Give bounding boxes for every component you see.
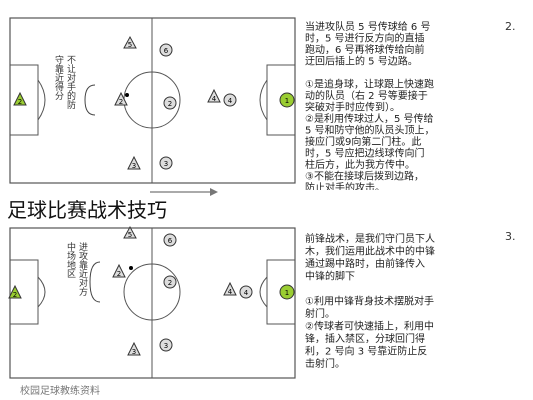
- player-label: 2: [13, 291, 17, 299]
- player-circle: [159, 43, 173, 57]
- watermark: 校园足球教练资料: [20, 384, 100, 397]
- right-penalty-arc: [259, 79, 268, 121]
- player-label: 3: [132, 162, 136, 170]
- bottom-vertical-label-2: 中场地区: [65, 241, 76, 278]
- instruction-line: 通过踢中路时，由前锋传入: [305, 257, 425, 270]
- player-label: 4: [244, 289, 249, 297]
- player-circle: [163, 233, 177, 247]
- instruction-line: 跑动，6 号再将球传给向前: [305, 43, 425, 56]
- player-circle: [159, 338, 173, 352]
- instruction-line: 防止对手的攻击。: [305, 181, 385, 190]
- player-circle: [239, 285, 253, 299]
- player-circle-keeper: [279, 92, 295, 108]
- player-label: 2: [168, 100, 172, 108]
- player-circle: [163, 275, 177, 289]
- center-circle: [123, 263, 181, 321]
- right-penalty-box: [266, 259, 296, 325]
- bracket-bottom: [89, 261, 101, 303]
- player-circle-keeper: [279, 284, 295, 300]
- player-circle: [163, 96, 177, 110]
- player-label: 6: [164, 47, 169, 55]
- instruction-line: ③不能在接球后拨到边路，: [305, 170, 424, 183]
- player-triangle: [127, 155, 141, 170]
- instruction-line: 动的队员（右 2 号等要接于: [305, 89, 428, 102]
- instruction-line: 突破对手时应传到）。: [305, 101, 400, 114]
- instruction-line: 时，5 号进行反方向的直插: [305, 32, 425, 45]
- bracket-top: [84, 84, 96, 116]
- instruction-line: ②是利用传球过人，5 号传给: [305, 112, 434, 125]
- left-penalty-box: [9, 64, 39, 136]
- player-label: 4: [212, 95, 217, 103]
- instruction-line: 接应门或9向第二门柱。此: [305, 135, 421, 148]
- player-label: 5: [128, 231, 132, 239]
- player-label: 3: [164, 160, 168, 168]
- bottom-pitch-diagram: 2 5 6 2 2 4 4 1 3 3 进攻靠近对方 中场地区 3. 前锋战术，…: [0, 222, 533, 400]
- player-circle: [159, 156, 173, 170]
- player-label: 2: [168, 279, 172, 287]
- player-label: 5: [128, 41, 132, 49]
- ball: [129, 266, 133, 270]
- player-triangle: [114, 91, 128, 106]
- instruction-line: 前锋战术，是我们守门员下人: [305, 232, 435, 245]
- top-vertical-label-1: 不让对手的防: [65, 55, 76, 110]
- bottom-text-block: 前锋战术，是我们守门员下人木，我们运用此战术中的中锋通过踢中路时，由前锋传入中锋…: [305, 232, 435, 370]
- overlay-title: 足球比赛战术技巧: [4, 197, 170, 223]
- bottom-pitch-svg: 2 5 6 2 2 4 4 1 3 3 进攻靠近对方 中场地区 3. 前锋战术，…: [8, 225, 516, 397]
- left-penalty-box: [9, 259, 39, 325]
- player-label: 2: [119, 98, 123, 106]
- instruction-line: 击射门。: [305, 357, 345, 370]
- instruction-line: 时，5 号应把边线球传向门: [305, 147, 425, 160]
- instruction-line: ②传球者可快速插上，利用中: [305, 320, 434, 333]
- right-penalty-arc: [259, 276, 268, 308]
- instruction-line: 中锋的脚下: [305, 270, 355, 283]
- instruction-line: 当进攻队员 5 号传球给 6 号: [305, 20, 430, 33]
- left-penalty-arc: [37, 276, 46, 308]
- player-triangle: [112, 263, 126, 278]
- top-vertical-label-2: 守靠近得分: [53, 54, 64, 101]
- player-label: 2: [117, 270, 121, 278]
- player-triangle-left-keeper: [8, 284, 22, 299]
- player-triangle-left-keeper: [13, 91, 27, 106]
- player-label: 4: [228, 288, 233, 296]
- player-label: 6: [168, 237, 173, 245]
- instruction-line: ①利用中锋背身技术摆脱对手: [305, 295, 434, 308]
- player-triangle: [127, 341, 141, 356]
- instruction-line: 射门。: [305, 307, 335, 320]
- player-triangle: [123, 35, 137, 49]
- top-pitch-diagram: 2 5 6 2 2 4 4 1 3 3 不让对手的防 守靠近得分 2. 当进攻队…: [0, 0, 533, 190]
- ball: [125, 93, 129, 97]
- instruction-line: 木，我们运用此战术中的中锋: [305, 245, 435, 258]
- instruction-line: 锋，插入禁区，分球回门得: [305, 332, 425, 345]
- instruction-line: ①是追身球，让球跟上快速跑: [305, 78, 434, 91]
- player-triangle: [223, 281, 237, 296]
- bottom-vertical-label-1: 进攻靠近对方: [77, 242, 88, 297]
- section-number-top: 2.: [505, 20, 516, 33]
- top-pitch-svg: 2 5 6 2 2 4 4 1 3 3 不让对手的防 守靠近得分 2. 当进攻队…: [9, 17, 516, 190]
- player-triangle: [123, 225, 137, 239]
- player-label: 3: [132, 348, 136, 356]
- player-circle: [223, 93, 237, 107]
- section-number-bottom: 3.: [505, 230, 516, 243]
- player-label: 1: [285, 97, 289, 105]
- right-penalty-box: [266, 64, 296, 136]
- player-triangle: [207, 88, 221, 103]
- player-label: 2: [18, 98, 22, 106]
- instruction-line: 柱后方，此为我方传中。: [305, 158, 415, 171]
- left-penalty-arc: [37, 79, 46, 121]
- instruction-line: 迂回后插上的 5 号边路。: [305, 55, 418, 68]
- player-label: 4: [228, 97, 233, 105]
- player-label: 1: [285, 289, 289, 297]
- instruction-line: 利，2 号向 3 号靠近防止反: [305, 345, 427, 358]
- instruction-line: 5 号和防守他的队员头顶上，: [305, 124, 435, 137]
- player-label: 3: [164, 342, 168, 350]
- arrow-head: [210, 188, 218, 196]
- transition-arrow: [150, 188, 218, 196]
